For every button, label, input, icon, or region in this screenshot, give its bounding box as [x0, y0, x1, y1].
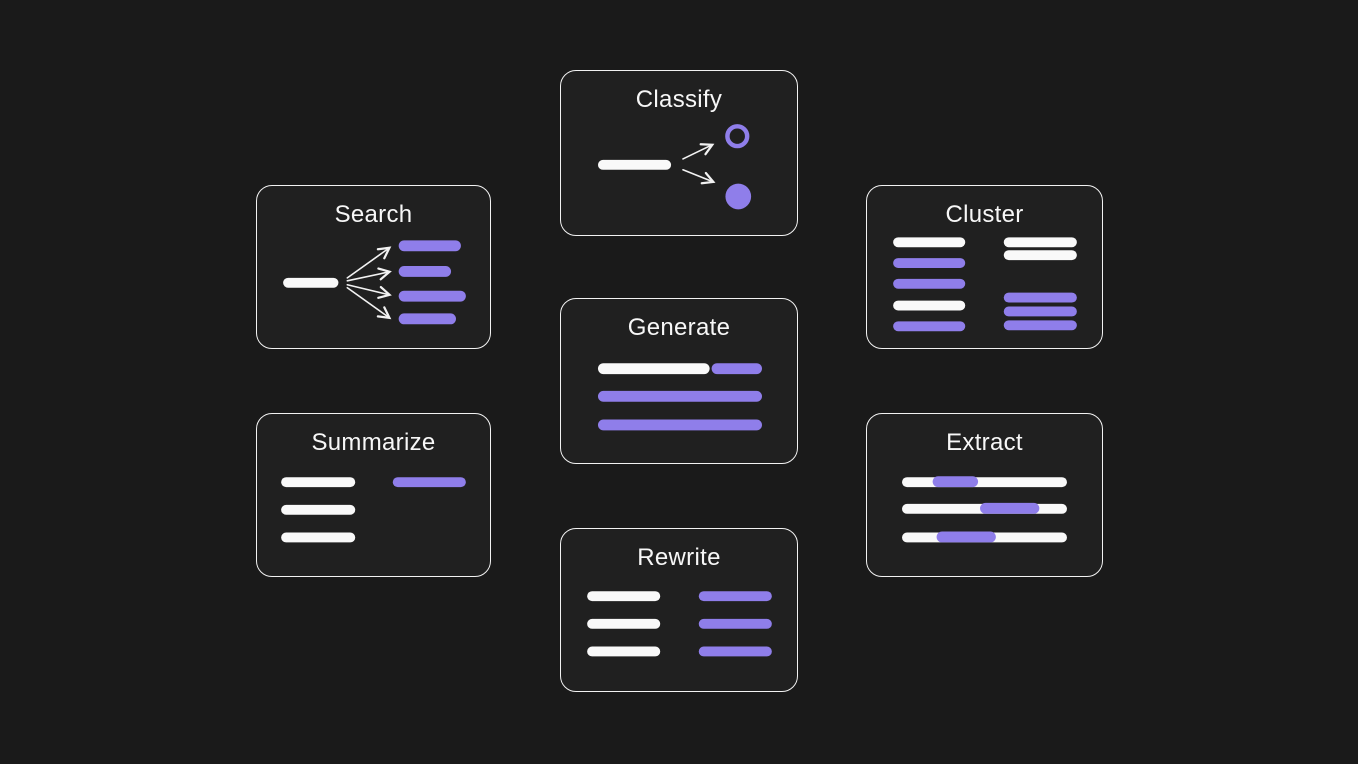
- result-bar-2: [398, 266, 452, 277]
- card-title-classify: Classify: [635, 86, 723, 113]
- unsorted-bar-3: [893, 278, 966, 289]
- unsorted-bar-4: [893, 300, 966, 311]
- generated-bar-1: [597, 390, 762, 402]
- search-diagram: [283, 240, 466, 325]
- card-title-rewrite: Rewrite: [637, 544, 721, 571]
- highlight-bar-2: [980, 502, 1040, 514]
- arrow-result-2-icon: [346, 267, 392, 282]
- arrow-down-icon: [682, 169, 716, 185]
- document-bar-2: [281, 504, 356, 515]
- unsorted-bar-1: [893, 237, 966, 248]
- category-dot-icon: [725, 183, 752, 210]
- cluster-diagram: [893, 237, 1077, 332]
- generated-bar-2: [597, 419, 762, 431]
- card-search: Search: [256, 185, 491, 349]
- category-ring-icon: [725, 124, 750, 149]
- card-cluster: Cluster: [866, 185, 1103, 349]
- card-generate: Generate: [560, 298, 798, 464]
- highlight-bar-1: [932, 476, 979, 488]
- rewritten-bar-1: [698, 591, 772, 602]
- result-bar-3: [398, 290, 466, 302]
- prompt-bar: [597, 363, 710, 375]
- cluster-a-bar-1: [1003, 237, 1077, 248]
- highlight-bar-3: [936, 531, 996, 543]
- summarize-diagram: [281, 477, 466, 543]
- arrow-up-icon: [682, 143, 715, 160]
- card-title-cluster: Cluster: [945, 201, 1024, 228]
- unsorted-bar-2: [893, 258, 966, 268]
- result-bar-4: [398, 313, 456, 325]
- arrow-result-1-icon: [346, 246, 392, 279]
- summary-bar: [392, 477, 466, 488]
- card-summarize: Summarize: [256, 413, 491, 577]
- card-title-generate: Generate: [627, 314, 731, 341]
- original-bar-3: [587, 646, 661, 657]
- original-bar-2: [587, 618, 661, 629]
- arrow-result-4-icon: [346, 286, 392, 320]
- card-extract: Extract: [866, 413, 1103, 577]
- input-text-bar: [597, 159, 672, 170]
- card-title-search: Search: [334, 201, 413, 228]
- generate-diagram: [597, 363, 762, 431]
- card-title-summarize: Summarize: [311, 429, 436, 456]
- source-bar-1: [902, 477, 1067, 488]
- cluster-b-bar-3: [1003, 320, 1077, 331]
- rewritten-bar-3: [698, 646, 772, 657]
- query-bar: [283, 277, 339, 288]
- rewritten-bar-2: [698, 618, 772, 629]
- unsorted-bar-5: [893, 321, 966, 332]
- generated-continuation-bar: [711, 363, 762, 375]
- classify-diagram: [597, 124, 752, 210]
- cluster-b-bar-1: [1003, 292, 1077, 303]
- document-bar-1: [281, 477, 356, 488]
- card-title-extract: Extract: [946, 429, 1023, 456]
- document-bar-3: [281, 532, 356, 543]
- card-classify: Classify: [560, 70, 798, 236]
- arrow-result-3-icon: [346, 283, 392, 299]
- extract-diagram: [902, 476, 1067, 543]
- cluster-b-bar-2: [1003, 306, 1077, 317]
- original-bar-1: [587, 591, 661, 602]
- result-bar-1: [398, 240, 461, 252]
- cluster-a-bar-2: [1003, 250, 1077, 261]
- card-rewrite: Rewrite: [560, 528, 798, 692]
- rewrite-diagram: [587, 591, 772, 657]
